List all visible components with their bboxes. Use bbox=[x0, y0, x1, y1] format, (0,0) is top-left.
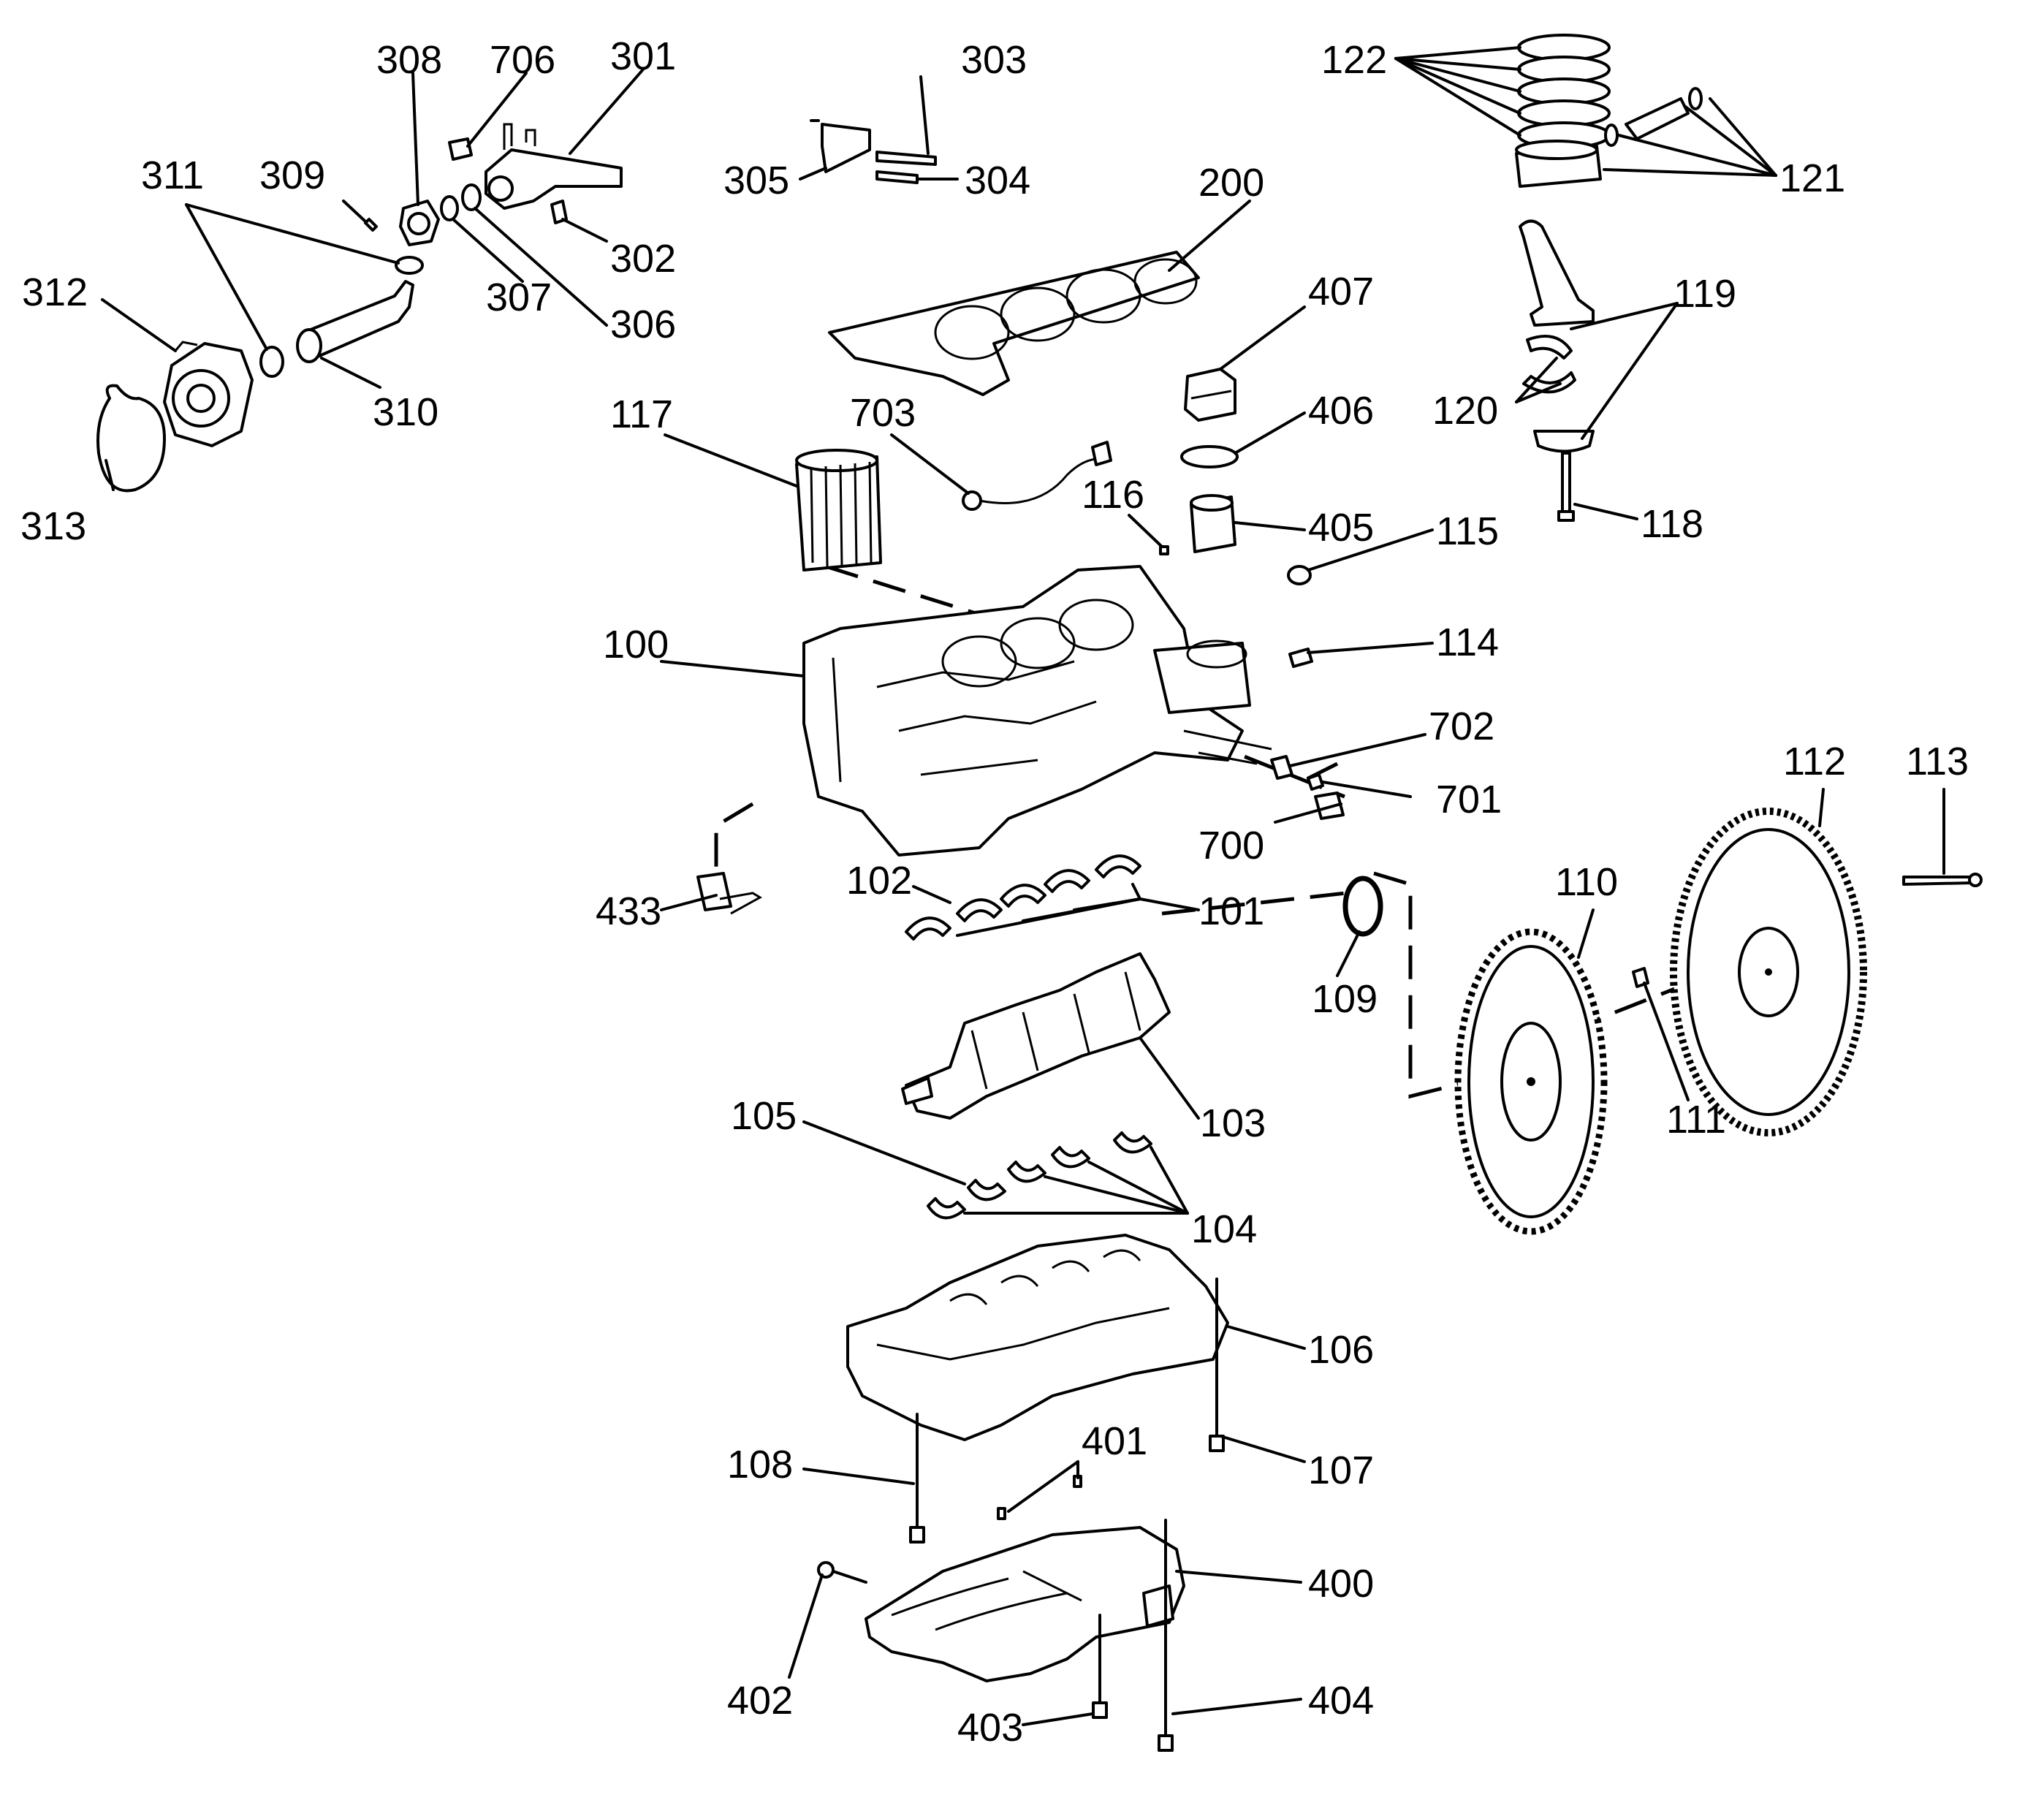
callout-313: 313 bbox=[20, 504, 86, 548]
callout-111: 111 bbox=[1666, 1098, 1726, 1142]
part-122-piston-rings bbox=[1517, 34, 1611, 149]
part-303-304-bolts bbox=[875, 151, 937, 184]
part-433-sensor bbox=[696, 872, 763, 915]
part-116-plug bbox=[1159, 545, 1169, 555]
callout-309: 309 bbox=[259, 153, 325, 197]
callout-113: 113 bbox=[1906, 740, 1969, 783]
callout-105: 105 bbox=[731, 1094, 797, 1138]
part-308-housing bbox=[399, 200, 440, 246]
callout-301: 301 bbox=[610, 34, 676, 78]
callout-311: 311 bbox=[141, 153, 204, 197]
part-406-filter-seal bbox=[1180, 445, 1239, 468]
part-115-plug bbox=[1287, 565, 1312, 585]
callout-701: 701 bbox=[1436, 778, 1502, 821]
part-200-head-gasket bbox=[828, 251, 1200, 396]
part-106-bedplate bbox=[846, 1234, 1229, 1441]
part-311-o-rings bbox=[259, 256, 424, 378]
callout-305: 305 bbox=[723, 159, 789, 202]
callout-302: 302 bbox=[610, 237, 676, 281]
callout-406: 406 bbox=[1308, 389, 1374, 433]
callout-307: 307 bbox=[486, 276, 552, 319]
part-113-bolt bbox=[1902, 873, 1983, 887]
callout-700: 700 bbox=[1198, 824, 1264, 867]
callout-115: 115 bbox=[1436, 509, 1499, 553]
leader-lines bbox=[101, 46, 1945, 1726]
callout-104: 104 bbox=[1191, 1207, 1257, 1251]
callout-117: 117 bbox=[610, 392, 673, 436]
callout-103: 103 bbox=[1200, 1101, 1266, 1145]
callout-306: 306 bbox=[610, 303, 676, 346]
part-703-sensor bbox=[962, 441, 1112, 511]
part-313-gasket bbox=[96, 384, 166, 493]
callout-116: 116 bbox=[1082, 473, 1144, 517]
callout-400: 400 bbox=[1308, 1562, 1374, 1606]
callout-100: 100 bbox=[603, 623, 669, 667]
part-108-bolt bbox=[909, 1413, 925, 1544]
callout-122: 122 bbox=[1321, 38, 1387, 82]
callout-112: 112 bbox=[1783, 740, 1846, 783]
callout-312: 312 bbox=[22, 270, 88, 314]
part-305-bracket bbox=[810, 119, 871, 173]
callout-106: 106 bbox=[1308, 1328, 1374, 1372]
callout-200: 200 bbox=[1198, 161, 1264, 205]
callout-118: 118 bbox=[1641, 502, 1703, 546]
part-103-crankshaft bbox=[901, 952, 1171, 1120]
callout-110: 110 bbox=[1555, 860, 1618, 904]
part-706-sensor bbox=[448, 137, 473, 161]
callout-703: 703 bbox=[850, 391, 916, 435]
callout-102: 102 bbox=[846, 859, 912, 903]
part-401-dowels bbox=[997, 1475, 1082, 1520]
callout-310: 310 bbox=[373, 390, 438, 434]
callout-303: 303 bbox=[961, 38, 1027, 82]
callout-706: 706 bbox=[490, 38, 555, 82]
callout-702: 702 bbox=[1429, 705, 1494, 748]
part-405-filter-housing bbox=[1190, 494, 1236, 553]
part-119-connecting-rod bbox=[1519, 219, 1595, 453]
callout-109: 109 bbox=[1312, 977, 1378, 1021]
part-312-water-pump bbox=[163, 341, 254, 447]
part-100-engine-block bbox=[802, 565, 1272, 857]
callout-101: 101 bbox=[1198, 889, 1264, 933]
part-400-oil-pan bbox=[865, 1526, 1185, 1682]
part-114-dowel bbox=[1288, 648, 1313, 668]
callout-401: 401 bbox=[1082, 1419, 1147, 1463]
callout-308: 308 bbox=[376, 38, 442, 82]
part-404-bolt bbox=[1158, 1519, 1174, 1752]
part-118-rod-bolt bbox=[1557, 452, 1575, 522]
part-407-filter-cap bbox=[1184, 368, 1236, 422]
callout-404: 404 bbox=[1308, 1679, 1374, 1723]
part-702-sensor bbox=[1270, 755, 1293, 780]
part-302-plug bbox=[550, 200, 568, 224]
part-104-105-lower-bearings bbox=[927, 1131, 1152, 1220]
callout-403: 403 bbox=[957, 1706, 1023, 1750]
callout-107: 107 bbox=[1308, 1449, 1374, 1492]
part-310-coolant-pipe bbox=[296, 280, 414, 363]
part-112-torque-converter bbox=[1670, 808, 1867, 1136]
callout-108: 108 bbox=[727, 1443, 793, 1487]
part-110-flexplate bbox=[1454, 928, 1608, 1235]
callout-433: 433 bbox=[596, 889, 661, 933]
part-309-bolt bbox=[364, 218, 378, 232]
part-701-bolt bbox=[1307, 773, 1324, 791]
callout-119: 119 bbox=[1673, 272, 1736, 316]
callout-121: 121 bbox=[1779, 156, 1845, 200]
callout-114: 114 bbox=[1436, 620, 1499, 664]
callout-405: 405 bbox=[1308, 506, 1374, 550]
part-121-piston-assembly bbox=[1515, 87, 1703, 188]
callout-407: 407 bbox=[1308, 270, 1374, 314]
callout-120: 120 bbox=[1432, 389, 1498, 433]
part-101-102-upper-bearings bbox=[905, 854, 1141, 941]
part-109-rear-seal bbox=[1342, 876, 1383, 937]
part-402-bolt bbox=[817, 1561, 867, 1584]
callout-labels: 100 101 102 103 104 105 106 107 108 109 … bbox=[20, 34, 1969, 1750]
callout-402: 402 bbox=[727, 1679, 793, 1723]
callout-304: 304 bbox=[965, 159, 1030, 202]
part-301-outlet-housing bbox=[485, 123, 623, 210]
part-307-306-seals bbox=[440, 183, 482, 221]
part-117-filter-element bbox=[795, 449, 882, 572]
